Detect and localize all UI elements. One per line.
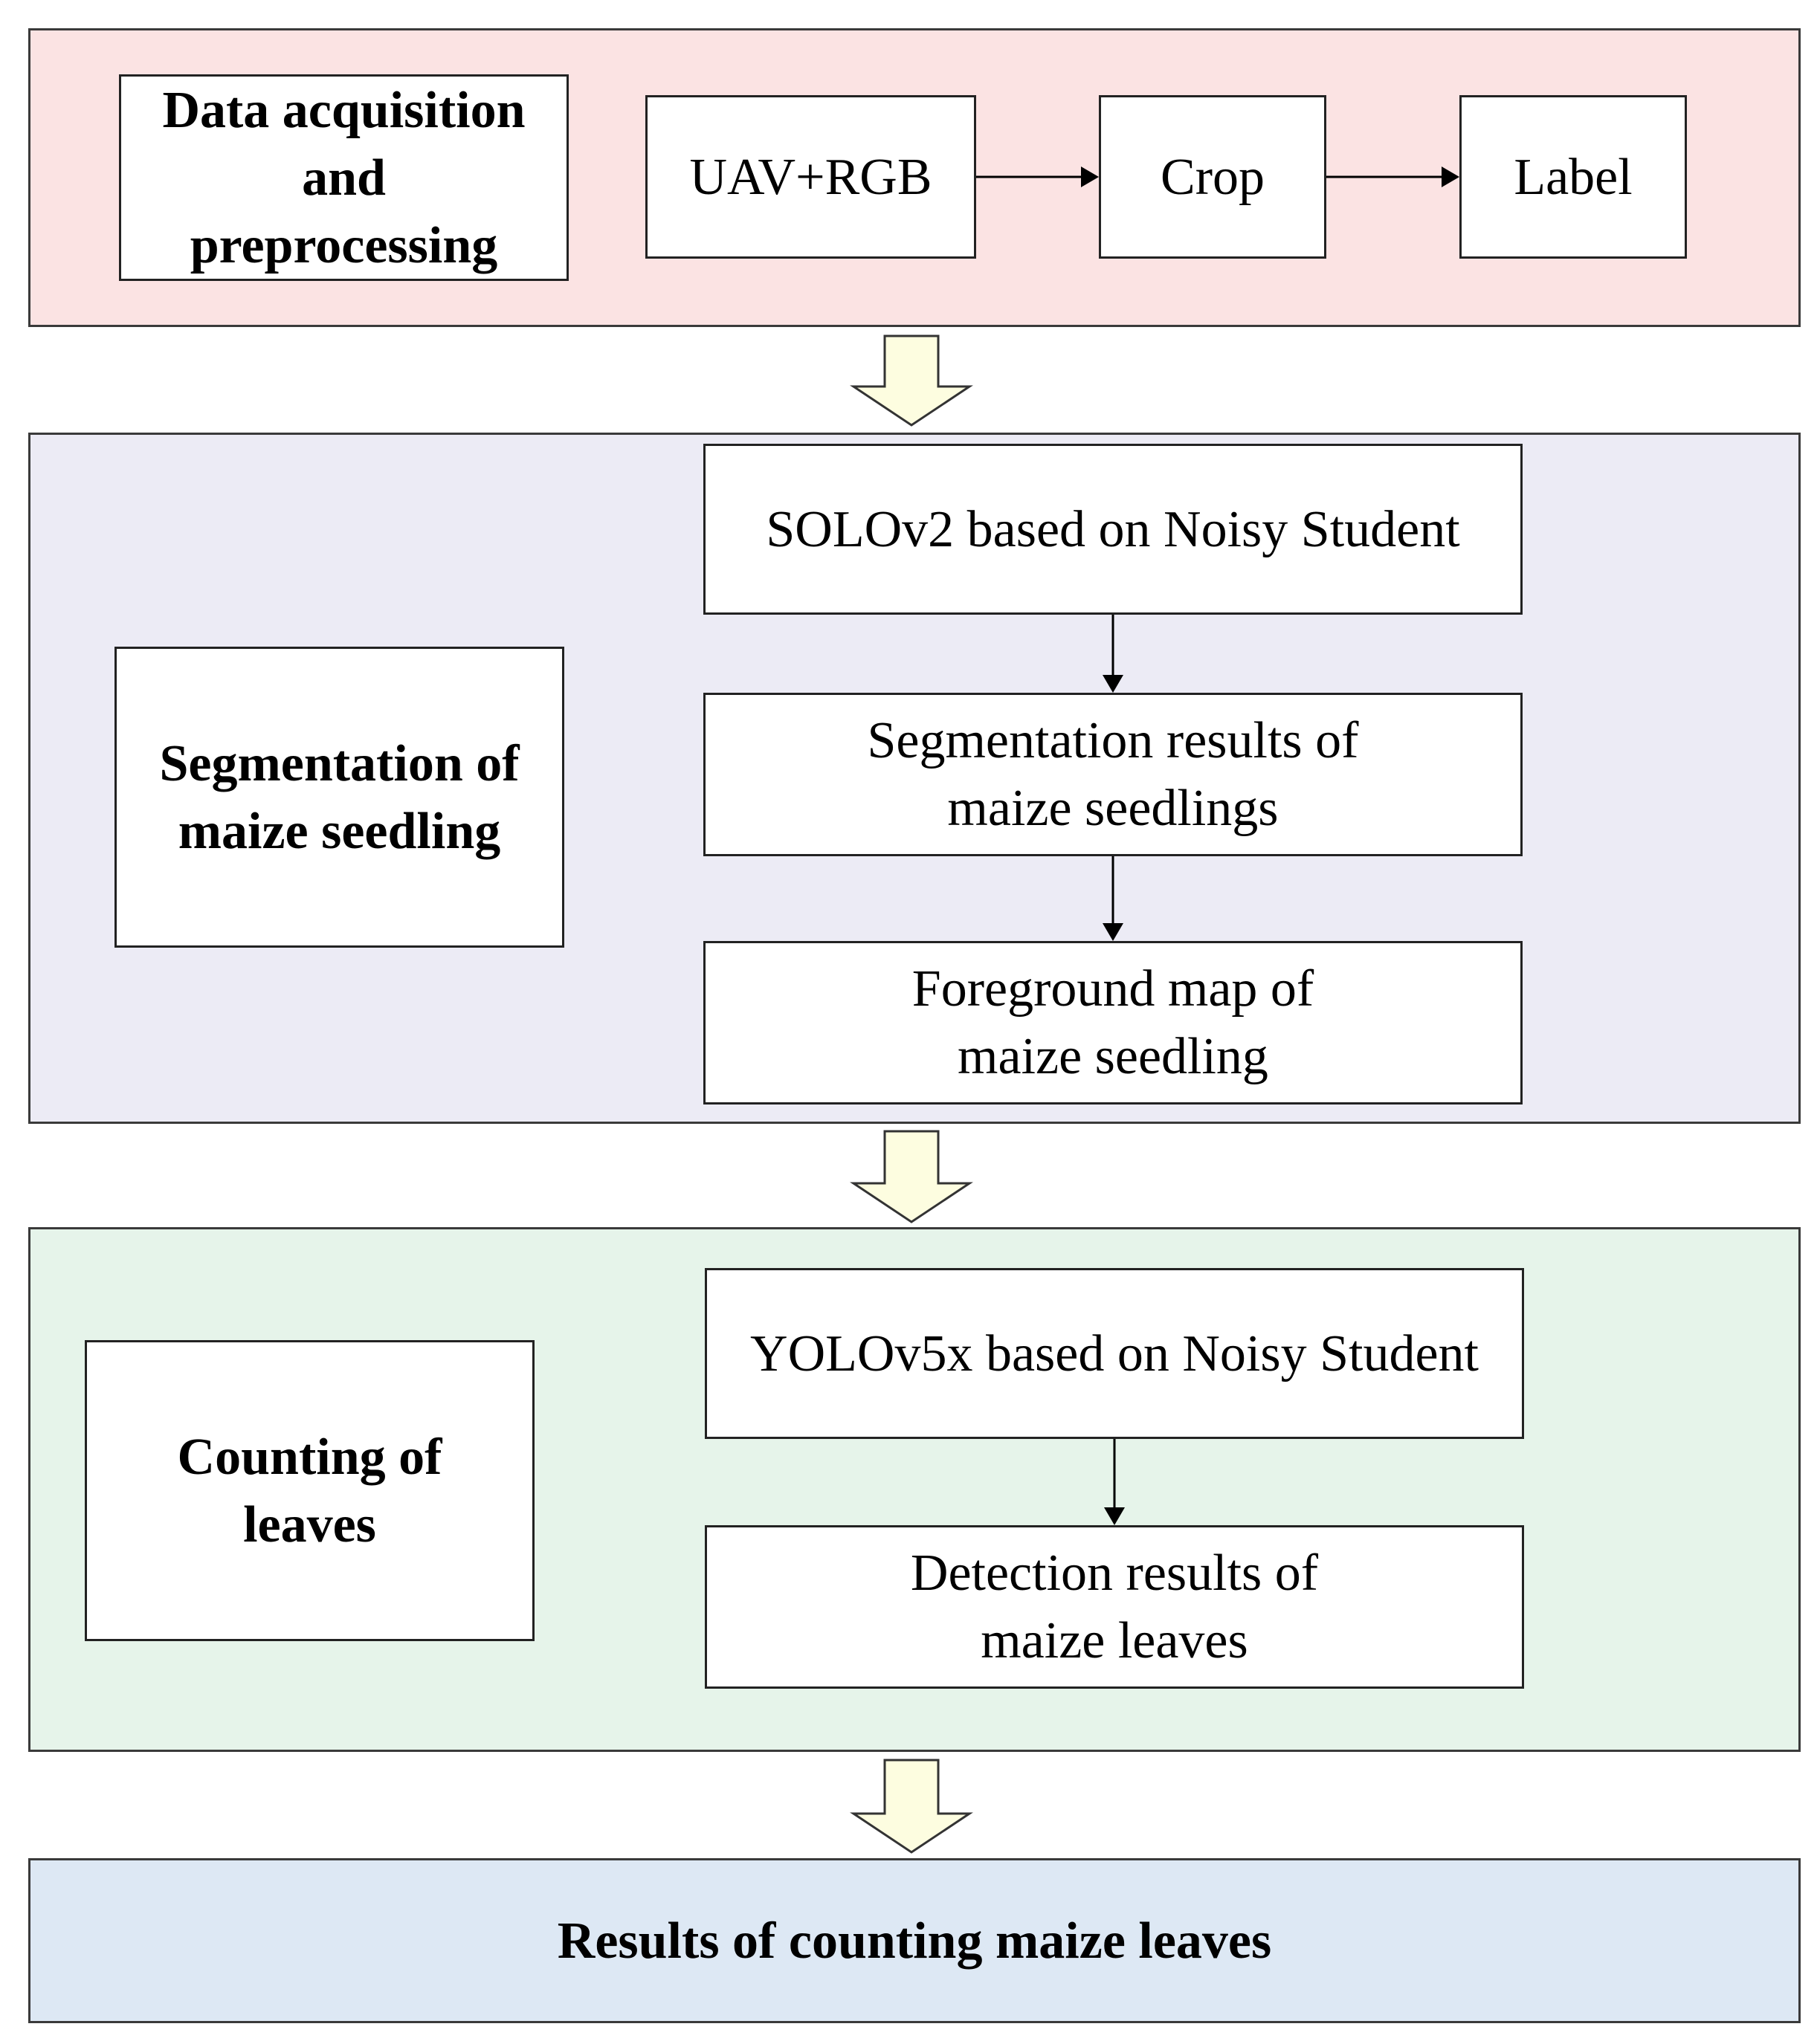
big-arrow-stage1-to-stage2 xyxy=(850,334,973,427)
step-uav-rgb: UAV+RGB xyxy=(645,95,976,259)
stage-counting-label: Counting of leaves xyxy=(85,1340,535,1641)
step-segmentation-results: Segmentation results of maize seedlings xyxy=(703,693,1523,856)
stage-data-acquisition-label: Data acquisition and preprocessing xyxy=(119,74,569,281)
arrow-solov2-to-segmentation xyxy=(1103,615,1123,693)
step-foreground-map: Foreground map of maize seedling xyxy=(703,941,1523,1105)
step-detection-results: Detection results of maize leaves xyxy=(705,1525,1524,1689)
arrow-crop-to-label xyxy=(1326,166,1459,187)
big-arrow-stage2-to-stage3 xyxy=(850,1130,973,1223)
step-crop: Crop xyxy=(1099,95,1326,259)
arrow-yolov5x-to-detection xyxy=(1104,1439,1125,1525)
stage-segmentation-label: Segmentation of maize seedling xyxy=(114,647,564,948)
step-yolov5x-noisy-student: YOLOv5x based on Noisy Student xyxy=(705,1268,1524,1439)
step-solov2-noisy-student: SOLOv2 based on Noisy Student xyxy=(703,444,1523,615)
big-arrow-stage3-to-result xyxy=(850,1759,973,1854)
result-panel: Results of counting maize leaves xyxy=(28,1858,1801,2023)
arrow-uav-to-crop xyxy=(976,166,1099,187)
step-label: Label xyxy=(1459,95,1687,259)
result-label: Results of counting maize leaves xyxy=(557,1912,1272,1970)
arrow-segmentation-to-foreground xyxy=(1103,856,1123,941)
